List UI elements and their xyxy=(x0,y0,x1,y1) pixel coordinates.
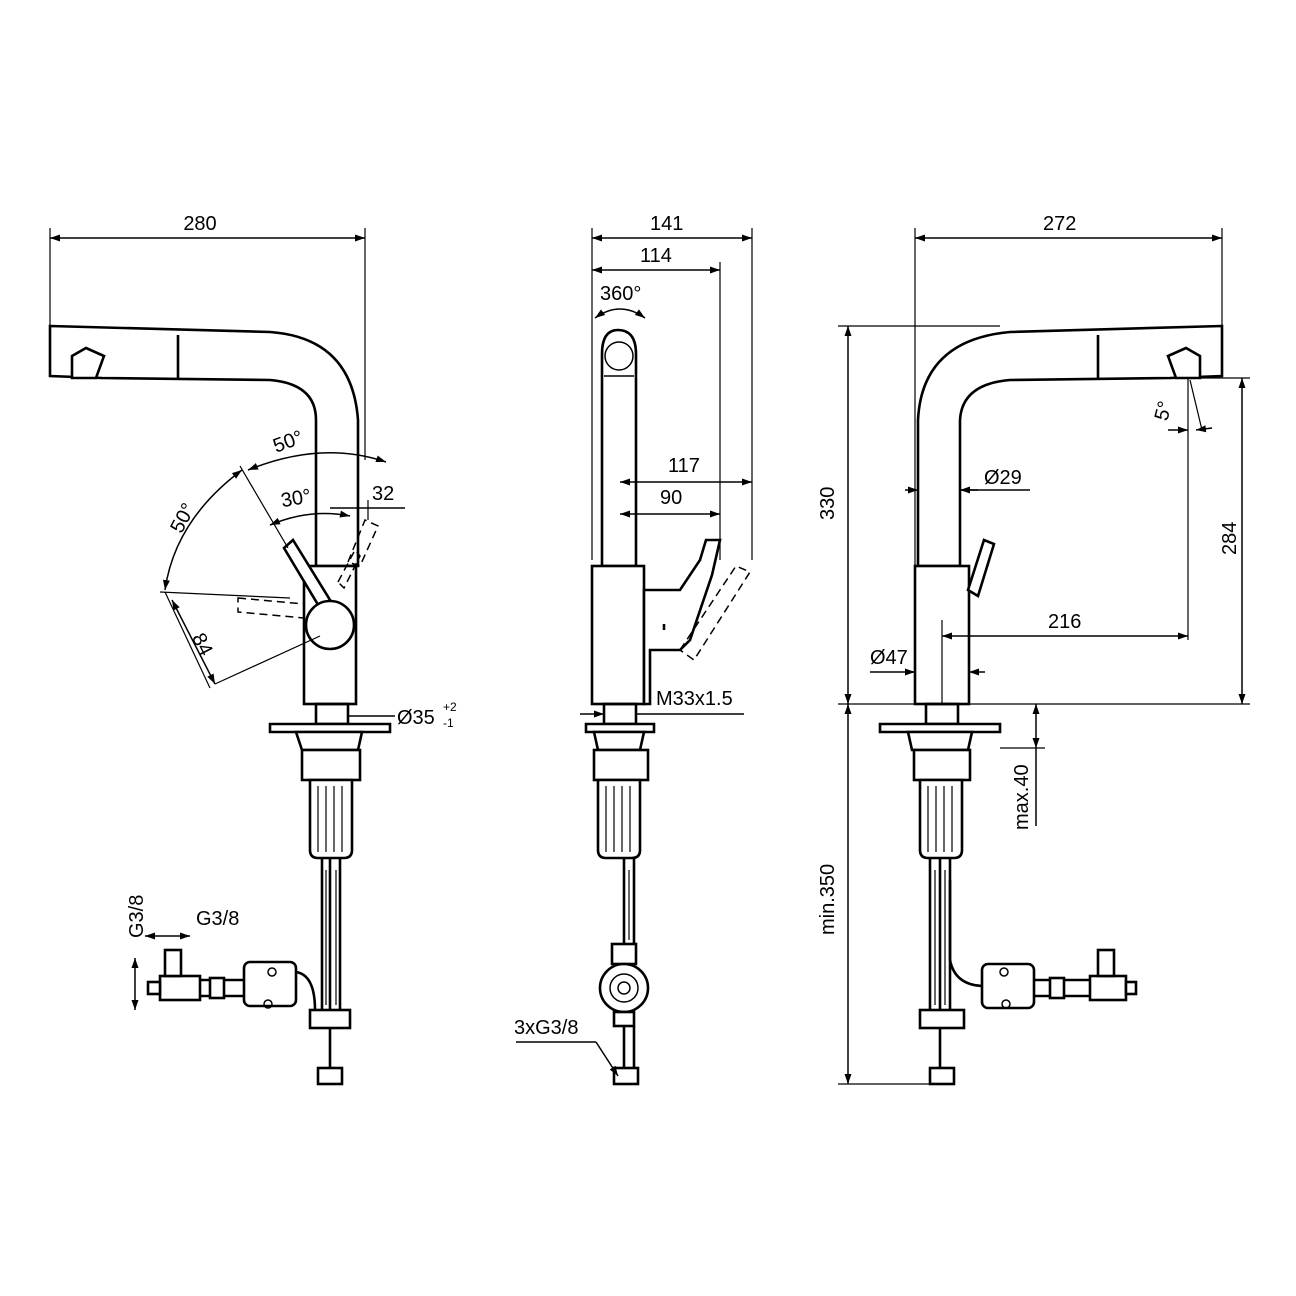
back-shank xyxy=(918,778,964,860)
side-rotation: 360° xyxy=(600,283,641,305)
back-height: 330 xyxy=(817,487,839,520)
front-hose-nuts xyxy=(308,1008,352,1030)
front-conn-horizontal: G3/8 xyxy=(196,908,239,930)
side-valve-round xyxy=(598,962,650,1014)
front-hose-end xyxy=(316,1066,344,1086)
front-tol-minus: -1 xyxy=(443,716,454,730)
side-body xyxy=(590,564,646,706)
back-reach: 216 xyxy=(1048,611,1081,633)
front-spout xyxy=(48,324,360,568)
back-spout-angle: 5° xyxy=(1151,399,1177,423)
back-view: 272 330 284 5° Ø29 216 xyxy=(817,213,1250,1086)
back-width: 272 xyxy=(1043,213,1076,235)
front-lever-length: 84 xyxy=(187,630,217,660)
side-thread: M33x1.5 xyxy=(656,688,733,710)
front-angle-upper: 50° xyxy=(270,426,306,457)
front-angle-valve xyxy=(158,974,202,1002)
front-conn-vertical: G3/8 xyxy=(126,895,148,938)
side-lever-inner: 90 xyxy=(660,487,682,509)
front-hole-diameter: Ø35 xyxy=(397,707,435,729)
back-max-thickness: max.40 xyxy=(1011,764,1033,830)
side-spout xyxy=(600,328,638,568)
back-spout-diameter: Ø29 xyxy=(984,467,1022,489)
side-lever-reach: 117 xyxy=(668,455,700,477)
front-mixing-valve xyxy=(242,960,298,1008)
back-angle-valve xyxy=(1088,974,1128,1002)
back-min-depth: min.350 xyxy=(817,864,839,935)
front-angle-inner: 30° xyxy=(279,485,313,512)
front-angle-side: 50° xyxy=(166,500,200,537)
side-width-total: 141 xyxy=(650,213,683,235)
back-nut xyxy=(912,748,972,782)
back-spout xyxy=(916,324,1224,568)
back-deck-plate xyxy=(878,722,1002,734)
front-deck-plate xyxy=(268,722,392,734)
side-width-inner: 114 xyxy=(640,245,672,267)
front-spray-head xyxy=(70,346,106,380)
side-lever xyxy=(642,538,722,706)
side-shank xyxy=(596,778,642,860)
front-lever-offset: 32 xyxy=(372,483,394,505)
front-shank xyxy=(308,778,354,860)
back-spray-head xyxy=(1166,346,1202,380)
front-nut xyxy=(300,748,362,782)
back-body-diameter: Ø47 xyxy=(870,647,908,669)
front-tol-plus: +2 xyxy=(443,700,457,714)
front-lever-knob xyxy=(304,599,356,651)
back-spout-height: 284 xyxy=(1219,522,1241,555)
front-width-label: 280 xyxy=(183,213,216,235)
front-view: 280 50° 50° 30° 32 84 Ø35 xyxy=(48,213,457,1086)
side-connections: 3xG3/8 xyxy=(514,1017,578,1039)
side-nut xyxy=(592,748,650,782)
back-lever xyxy=(966,538,996,598)
side-view: 141 114 360° 117 90 M33x1.5 xyxy=(514,213,753,1086)
